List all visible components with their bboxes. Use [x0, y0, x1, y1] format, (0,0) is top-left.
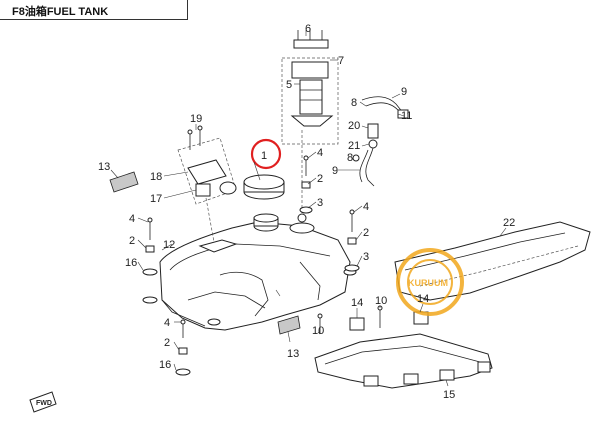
callout-8-top: 8 — [351, 97, 357, 109]
callout-4-right: 4 — [363, 201, 369, 213]
callout-2-lower: 2 — [164, 337, 170, 349]
callout-2-left: 2 — [129, 235, 135, 247]
callout-20: 20 — [348, 120, 360, 132]
callout-18: 18 — [150, 171, 162, 183]
skid-plate-22 — [394, 221, 591, 301]
callout-10-right: 10 — [375, 295, 387, 307]
callout-2-right: 2 — [363, 227, 369, 239]
callout-3-right: 3 — [363, 251, 369, 263]
fasteners — [142, 155, 429, 376]
callout-14-left: 14 — [351, 297, 363, 309]
callout-6: 6 — [305, 23, 311, 35]
page-title: F8油箱FUEL TANK — [12, 6, 109, 18]
callout-12: 12 — [163, 239, 175, 251]
callout-5: 5 — [286, 79, 292, 91]
callout-14-right: 14 — [417, 293, 429, 305]
fwd-direction-badge: FWD — [29, 391, 57, 413]
highlight-circle — [250, 138, 282, 170]
callout-10-left: 10 — [312, 325, 324, 337]
label-plate-13-left — [109, 171, 139, 193]
label-plate-13-lower — [277, 315, 301, 335]
callout-15: 15 — [443, 389, 455, 401]
callout-17: 17 — [150, 193, 162, 205]
leader-lines — [110, 30, 507, 387]
callout-19: 19 — [190, 113, 202, 125]
callout-3-center: 3 — [317, 197, 323, 209]
callout-21: 21 — [348, 140, 360, 152]
fuel-pump-assembly — [281, 28, 339, 223]
fuel-sender-assembly — [177, 125, 237, 243]
callout-2-center: 2 — [317, 173, 323, 185]
fuel-hose-assembly — [352, 96, 409, 187]
fwd-label: FWD — [36, 400, 52, 407]
callout-16-left: 16 — [125, 257, 137, 269]
callout-11: 11 — [401, 110, 412, 122]
title-box: F8油箱FUEL TANK — [0, 0, 188, 20]
callout-16-lower: 16 — [159, 359, 171, 371]
callout-13-left: 13 — [98, 161, 110, 173]
callout-7: 7 — [338, 55, 344, 67]
callout-9-top: 9 — [401, 86, 407, 98]
callout-13-lower: 13 — [287, 348, 299, 360]
callout-4-left: 4 — [129, 213, 135, 225]
callout-1: 1 — [261, 150, 267, 162]
callout-8-bottom: 8 — [347, 152, 353, 164]
callout-9-bottom: 9 — [332, 165, 338, 177]
tank-bracket-15 — [314, 333, 493, 389]
fuel-cap — [243, 174, 285, 200]
callout-22: 22 — [503, 217, 515, 229]
watermark-logo: KURUUM — [396, 248, 464, 316]
callout-4-lower: 4 — [164, 317, 170, 329]
callout-4-center: 4 — [317, 147, 323, 159]
fuel-tank-body — [142, 213, 357, 331]
watermark-text: KURUUM — [408, 278, 448, 288]
callout-labels: 1 6 7 5 8 9 11 20 21 8 9 19 18 17 13 12 … — [98, 23, 515, 401]
